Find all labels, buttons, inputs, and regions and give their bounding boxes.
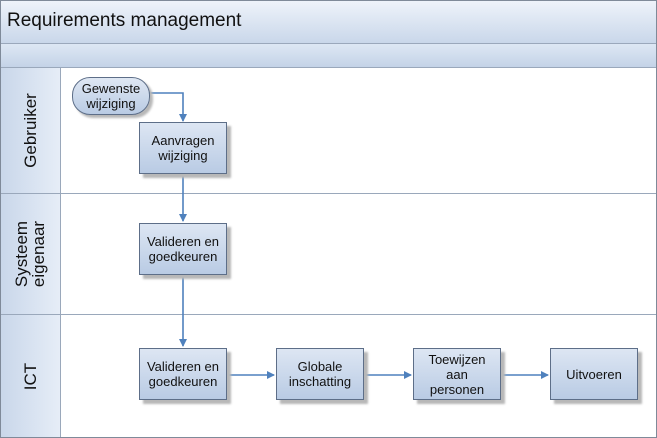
diagram-title: Requirements management	[7, 10, 242, 31]
diagram-title-bar: Requirements management	[1, 1, 656, 44]
process-uitvoeren: Uitvoeren	[550, 348, 638, 400]
lane-header-systeem-eigenaar: Systeem eigenaar	[1, 194, 61, 314]
connector-start-to-aanvragen	[148, 92, 187, 122]
process-toewijzen-aan-personen: Toewijzen aan personen	[413, 348, 501, 400]
process-valideren-goedkeuren-systeem: Valideren en goedkeuren	[139, 223, 227, 275]
process-valideren-goedkeuren-ict: Valideren en goedkeuren	[139, 348, 227, 400]
lane-header-ict: ICT	[1, 315, 61, 437]
start-node-gewenste-wijziging: Gewenste wijziging	[72, 77, 150, 115]
process-globale-inschatting: Globale inschatting	[276, 348, 364, 400]
lane-divider	[1, 314, 656, 315]
lane-header-gebruiker: Gebruiker	[1, 68, 61, 193]
diagram-header-strip	[1, 44, 656, 68]
process-aanvragen-wijziging: Aanvragen wijziging	[139, 122, 227, 174]
lane-divider	[1, 193, 656, 194]
